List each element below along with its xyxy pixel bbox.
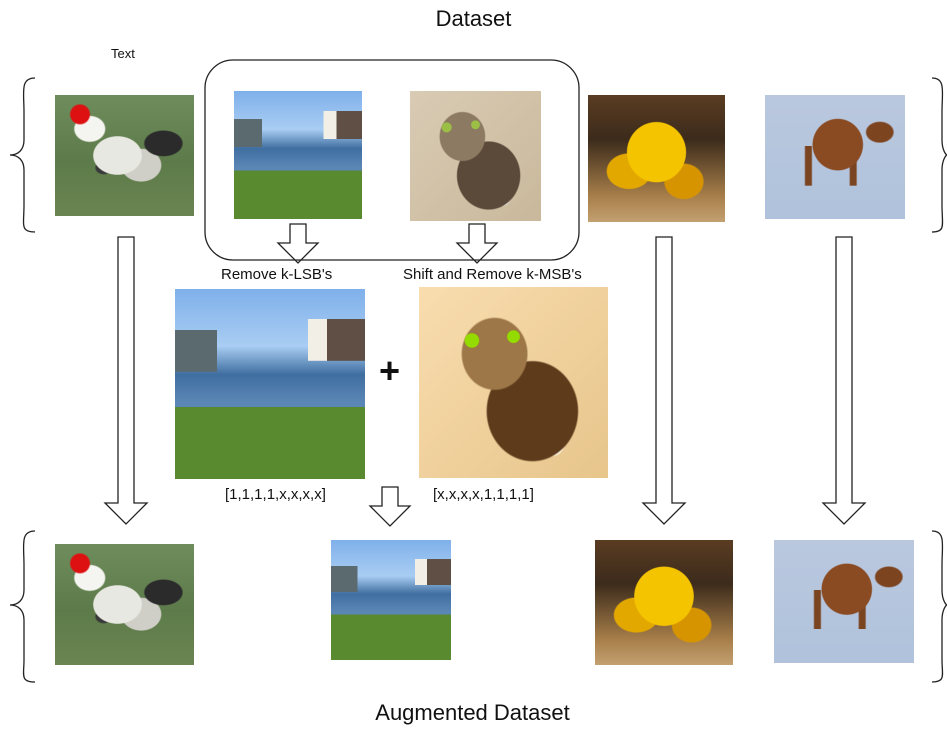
arrow-river-down [276, 223, 320, 264]
text-placeholder-label: Text [111, 46, 135, 61]
top-left-brace [9, 77, 36, 233]
plus-sign: + [379, 350, 401, 391]
dataset-title: Dataset [435, 6, 512, 31]
deer-image-top [765, 95, 905, 219]
augmented-dataset-title: Augmented Dataset [375, 700, 570, 725]
arrow-car [641, 236, 687, 525]
lsb-mask-label: [1,1,1,1,x,x,x,x] [225, 486, 326, 503]
bottom-left-brace [9, 530, 36, 683]
car-image-bottom [595, 540, 733, 665]
rooster-image-top [55, 95, 194, 216]
river-image-processed [175, 289, 365, 479]
car-image-top [588, 95, 725, 222]
river-image-top [234, 91, 362, 219]
source-pair-box [204, 59, 580, 261]
remove-lsb-label: Remove k-LSB's [221, 266, 333, 283]
shift-remove-msb-label: Shift and Remove k-MSB's [403, 266, 582, 283]
rooster-image-bottom [55, 544, 194, 665]
top-right-brace [931, 77, 947, 233]
cat-image-processed [419, 287, 608, 478]
msb-mask-label: [x,x,x,x,1,1,1,1] [433, 486, 534, 503]
arrow-deer [821, 236, 867, 525]
arrow-combine-down [368, 486, 412, 527]
bottom-right-brace [931, 530, 947, 683]
arrow-rooster [103, 236, 149, 525]
cat-image-top [410, 91, 541, 221]
deer-image-bottom [774, 540, 914, 663]
stego-river-image-bottom [331, 540, 451, 660]
arrow-cat-down [455, 223, 499, 264]
